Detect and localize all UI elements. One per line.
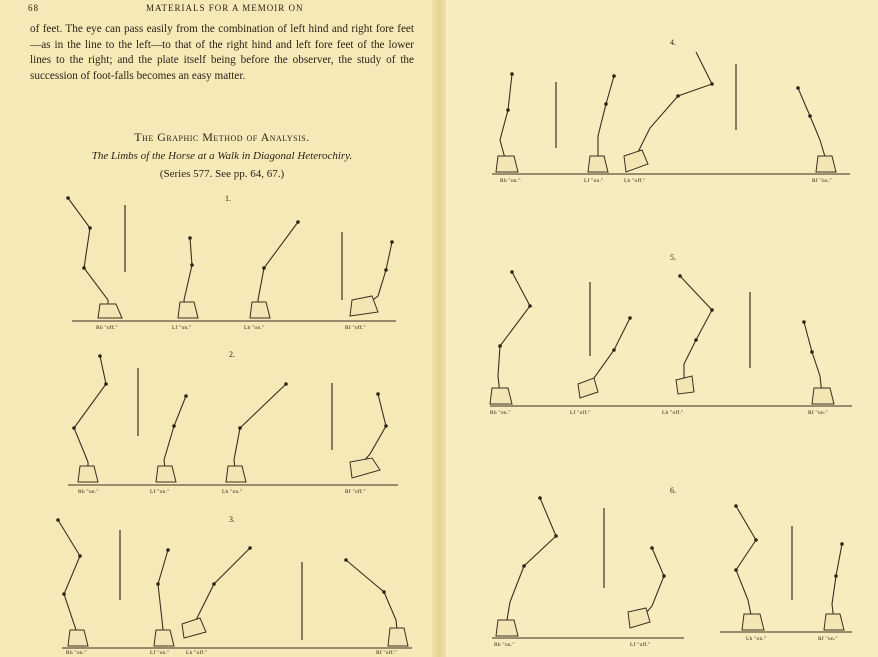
- limb-label: Rf "off.": [345, 325, 366, 331]
- figure-5-diagram: [490, 270, 852, 406]
- figure-3-diagram: [56, 518, 412, 648]
- limb-label: Rh "on.": [490, 410, 511, 416]
- limb-label: Lf "on.": [584, 178, 604, 184]
- limb-label: Lh "on.": [746, 636, 766, 642]
- limb-label: Lf "off.": [570, 410, 591, 416]
- limb-label: Rh "on.": [78, 489, 99, 495]
- limb-label: Rh "off.": [96, 325, 118, 331]
- figure-6-diagram: [492, 496, 852, 638]
- limb-label: Rf "on.": [812, 178, 832, 184]
- figure-4-diagram: [492, 52, 850, 174]
- limb-label: Lf "off.": [630, 642, 651, 648]
- figure-1-diagram: [66, 196, 396, 321]
- limb-label: Lh "off.": [624, 178, 645, 184]
- limb-label: Lf "on.": [150, 489, 170, 495]
- limb-label: Rf "on.": [818, 636, 838, 642]
- limb-label: Lh "on.": [222, 489, 242, 495]
- limb-label: Rf "off.": [376, 650, 397, 656]
- limb-label: Lh "on.": [244, 325, 264, 331]
- figure-2-diagram: [68, 354, 398, 485]
- limb-label: Rh "on.": [494, 642, 515, 648]
- limb-label: Rf "off.": [345, 489, 366, 495]
- limb-label: Lf "on.": [172, 325, 192, 331]
- limb-label: Lh "off.": [186, 650, 207, 656]
- limb-label: Lh "off.": [662, 410, 683, 416]
- limb-label: Lf "on.": [150, 650, 170, 656]
- limb-label: Rf "on.": [808, 410, 828, 416]
- limb-label: Rh "on.": [500, 178, 521, 184]
- limb-label: Rh "on.": [66, 650, 87, 656]
